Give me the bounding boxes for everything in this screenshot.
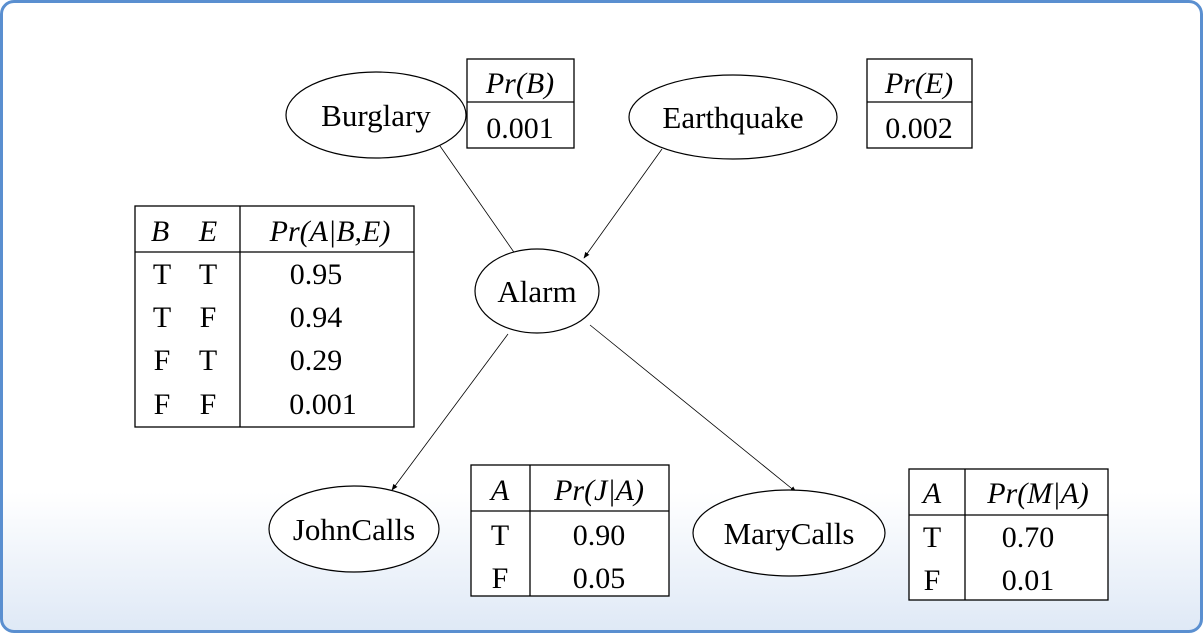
cpt-alarm-cell: T <box>199 344 217 377</box>
cpt-marycalls-cell: 0.70 <box>1002 521 1055 554</box>
cpt-alarm-cell: F <box>154 388 171 421</box>
node-burglary-label: Burglary <box>321 98 431 133</box>
node-alarm-label: Alarm <box>497 274 576 309</box>
node-earthquake-label: Earthquake <box>662 100 803 135</box>
table-row: T F 0.94 <box>153 301 342 334</box>
cpt-marycalls-cell: F <box>924 564 941 597</box>
table-row: F F 0.001 <box>154 388 357 421</box>
cpt-alarm-header-e: E <box>198 215 217 248</box>
table-row: F 0.05 <box>492 562 626 595</box>
edge-earthquake-alarm <box>583 148 663 259</box>
cpt-earthquake-header: Pr(E) <box>884 67 953 100</box>
node-alarm: Alarm <box>474 248 600 334</box>
cpt-johncalls-table: A Pr(J|A) T 0.90 F 0.05 <box>470 464 670 597</box>
table-row: T T 0.95 <box>153 258 342 291</box>
cpt-johncalls-cell: T <box>491 519 509 552</box>
cpt-marycalls-cell: 0.01 <box>1002 564 1055 597</box>
node-marycalls: MaryCalls <box>692 489 886 577</box>
cpt-alarm-cell: 0.29 <box>290 344 343 377</box>
cpt-johncalls-header-prob: Pr(J|A) <box>553 474 644 507</box>
node-earthquake: Earthquake <box>628 74 838 160</box>
cpt-alarm-cell: T <box>199 258 217 291</box>
cpt-marycalls-header-a: A <box>921 477 942 510</box>
cpt-alarm-cell: F <box>200 301 217 334</box>
cpt-marycalls-table: A Pr(M|A) T 0.70 F 0.01 <box>908 468 1109 601</box>
cpt-alarm-table: B E Pr(A|B,E) T T 0.95 T F 0.94 F T 0.29… <box>134 205 415 428</box>
table-row: T 0.70 <box>923 521 1054 554</box>
table-row: F 0.01 <box>924 564 1055 597</box>
cpt-alarm-cell: T <box>153 258 171 291</box>
cpt-johncalls-cell: 0.90 <box>573 519 626 552</box>
cpt-alarm-cell: 0.95 <box>290 258 343 291</box>
node-burglary: Burglary <box>285 71 467 159</box>
node-johncalls-label: JohnCalls <box>293 512 415 547</box>
cpt-johncalls-header-a: A <box>489 474 510 507</box>
cpt-johncalls-cell: 0.05 <box>573 562 626 595</box>
table-row: F T 0.29 <box>154 344 343 377</box>
edge-alarm-marycalls <box>589 324 797 493</box>
cpt-alarm-cell: 0.001 <box>289 388 357 421</box>
node-johncalls: JohnCalls <box>268 485 440 573</box>
cpt-alarm-header-prob: Pr(A|B,E) <box>269 215 391 248</box>
cpt-burglary-table: Pr(B) 0.001 <box>466 58 575 149</box>
cpt-alarm-cell: T <box>153 301 171 334</box>
cpt-alarm-cell: F <box>154 344 171 377</box>
cpt-marycalls-header-prob: Pr(M|A) <box>986 477 1089 510</box>
cpt-burglary-value: 0.001 <box>486 112 554 145</box>
cpt-alarm-cell: 0.94 <box>290 301 343 334</box>
edge-burglary-alarm <box>439 145 519 259</box>
cpt-alarm-header-b: B <box>151 215 169 248</box>
edge-alarm-johncalls <box>391 333 509 491</box>
cpt-burglary-header: Pr(B) <box>485 67 554 100</box>
cpt-johncalls-cell: F <box>492 562 509 595</box>
node-marycalls-label: MaryCalls <box>724 516 855 551</box>
cpt-earthquake-value: 0.002 <box>885 112 953 145</box>
cpt-earthquake-table: Pr(E) 0.002 <box>866 58 973 149</box>
cpt-alarm-cell: F <box>200 388 217 421</box>
cpt-marycalls-cell: T <box>923 521 941 554</box>
table-row: T 0.90 <box>491 519 625 552</box>
